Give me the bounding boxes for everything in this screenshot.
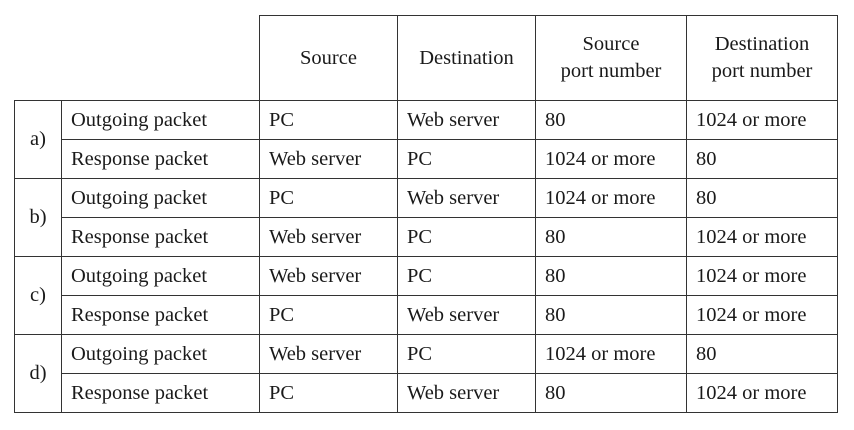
destination-cell: PC — [397, 334, 536, 374]
option-label: a) — [14, 100, 62, 179]
option-label: b) — [14, 178, 62, 257]
destination-cell: PC — [397, 256, 536, 296]
packet-type-cell: Outgoing packet — [61, 256, 260, 296]
packet-options-table: Source Destination Source port number De… — [14, 15, 838, 413]
header-destination-port: Destination port number — [686, 15, 838, 101]
destination-port-cell: 80 — [686, 178, 838, 218]
destination-cell: Web server — [397, 178, 536, 218]
packet-type-cell: Response packet — [61, 217, 260, 257]
source-cell: Web server — [259, 256, 398, 296]
header-row: Source Destination Source port number De… — [14, 15, 838, 101]
source-port-cell: 80 — [535, 295, 687, 335]
packet-type-cell: Response packet — [61, 295, 260, 335]
destination-cell: Web server — [397, 373, 536, 413]
option-label: c) — [14, 256, 62, 335]
source-port-cell: 80 — [535, 100, 687, 140]
source-port-cell: 80 — [535, 256, 687, 296]
source-port-cell: 80 — [535, 217, 687, 257]
destination-port-cell: 1024 or more — [686, 295, 838, 335]
option-label: d) — [14, 334, 62, 413]
source-cell: Web server — [259, 334, 398, 374]
source-port-cell: 1024 or more — [535, 178, 687, 218]
destination-port-cell: 1024 or more — [686, 100, 838, 140]
source-cell: PC — [259, 295, 398, 335]
source-cell: Web server — [259, 139, 398, 179]
source-cell: PC — [259, 178, 398, 218]
destination-port-cell: 1024 or more — [686, 373, 838, 413]
header-destination-port-line-1: Destination — [714, 33, 810, 55]
packet-type-cell: Outgoing packet — [61, 100, 260, 140]
source-cell: PC — [259, 373, 398, 413]
source-port-cell: 1024 or more — [535, 334, 687, 374]
destination-cell: Web server — [397, 295, 536, 335]
header-source-port-line-1: Source — [582, 33, 640, 55]
destination-cell: Web server — [397, 100, 536, 140]
header-blank-cell — [14, 15, 260, 101]
destination-port-cell: 80 — [686, 334, 838, 374]
packet-type-cell: Outgoing packet — [61, 334, 260, 374]
destination-port-cell: 80 — [686, 139, 838, 179]
destination-cell: PC — [397, 217, 536, 257]
source-cell: PC — [259, 100, 398, 140]
header-source: Source — [259, 15, 398, 101]
source-port-cell: 80 — [535, 373, 687, 413]
header-destination-port-line-2: port number — [711, 60, 813, 82]
header-source-port-line-2: port number — [560, 60, 662, 82]
destination-port-cell: 1024 or more — [686, 217, 838, 257]
header-source-port: Source port number — [535, 15, 687, 101]
header-destination: Destination — [397, 15, 536, 101]
packet-type-cell: Outgoing packet — [61, 178, 260, 218]
source-port-cell: 1024 or more — [535, 139, 687, 179]
destination-port-cell: 1024 or more — [686, 256, 838, 296]
packet-type-cell: Response packet — [61, 373, 260, 413]
packet-type-cell: Response packet — [61, 139, 260, 179]
destination-cell: PC — [397, 139, 536, 179]
source-cell: Web server — [259, 217, 398, 257]
